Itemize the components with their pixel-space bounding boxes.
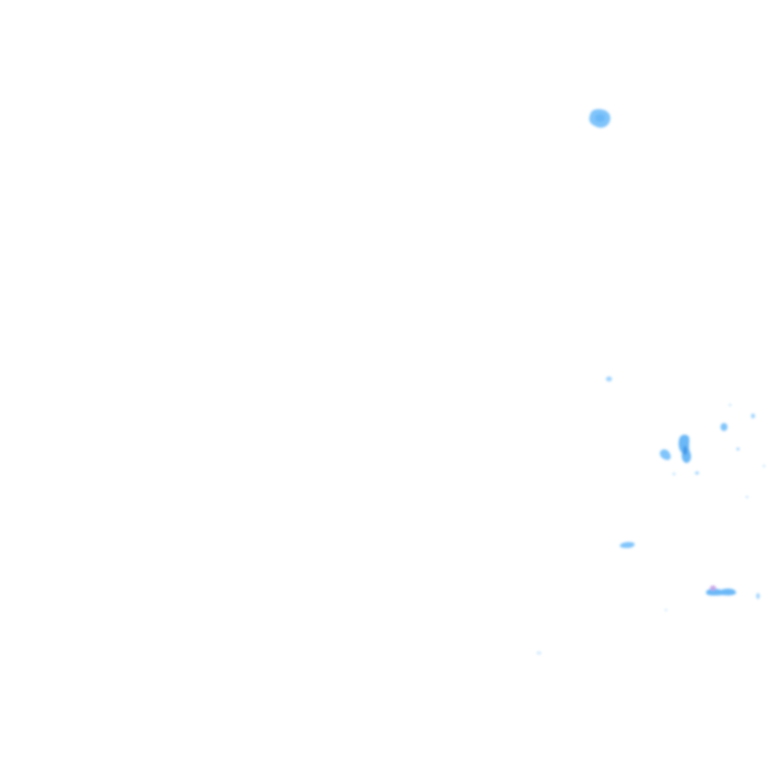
precip-cluster-southeast [664, 585, 760, 611]
precip-speck-south [536, 651, 542, 655]
precip-cell-north [589, 109, 611, 128]
precip-speck-center-east [606, 376, 612, 382]
precip-cluster-east [659, 403, 766, 498]
precip-band-south [619, 541, 635, 548]
